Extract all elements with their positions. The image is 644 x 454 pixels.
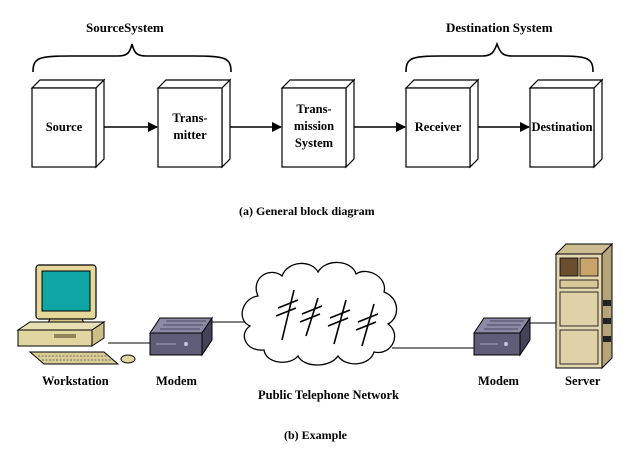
transmitter-box-label: Trans- mitter (172, 111, 208, 142)
transmitter-box (156, 78, 232, 169)
caption-a: (a) General block diagram (239, 204, 375, 218)
transmission-system-box-label: Trans- mission System (293, 102, 335, 150)
workstation-icon (16, 264, 136, 365)
modem-left-label: Modem (156, 374, 197, 388)
workstation-label: Workstation (42, 374, 109, 388)
destination-system-label: Destination System (446, 20, 553, 35)
telephone-pole-icon (327, 299, 351, 345)
receiver-box-label: Receiver (414, 120, 462, 134)
server-label: Server (565, 374, 601, 388)
transmission-system-box (280, 78, 356, 169)
receiver-box (404, 78, 480, 169)
server-icon (554, 242, 614, 370)
destination-box-label: Destination (531, 120, 593, 134)
telephone-pole-icon (355, 303, 379, 347)
telephone-pole-icon (299, 297, 323, 337)
modem-right-icon (473, 316, 531, 357)
caption-b: (b) Example (284, 428, 347, 442)
source-system-brace (32, 43, 232, 73)
modem-left-icon (149, 316, 213, 357)
destination-system-brace (405, 41, 594, 73)
network-label: Public Telephone Network (258, 388, 399, 402)
source-box-label: Source (45, 120, 83, 134)
destination-box (528, 78, 604, 169)
telephone-pole-icon (275, 289, 299, 341)
modem-right-label: Modem (478, 374, 519, 388)
source-system-label: SourceSystem (86, 20, 164, 35)
source-box (30, 78, 106, 169)
